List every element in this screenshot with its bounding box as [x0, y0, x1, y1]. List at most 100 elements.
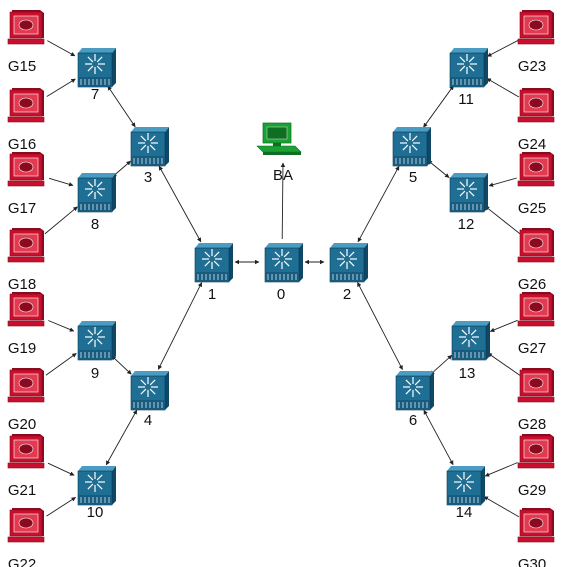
edge-1-4 — [157, 282, 203, 370]
computer-icon — [7, 10, 45, 45]
host-node-g29[interactable]: G29 — [517, 434, 555, 499]
switch-label-13: 13 — [459, 365, 476, 382]
edge-2-5 — [357, 165, 400, 243]
edge-g24-11 — [486, 78, 520, 98]
switch-icon — [194, 243, 233, 283]
switch-icon — [449, 48, 488, 88]
edge-5-12 — [427, 160, 450, 178]
host-node-g17[interactable]: G17 — [7, 152, 45, 217]
workstation-icon — [256, 122, 302, 155]
host-label-g20: G20 — [8, 416, 36, 433]
edge-6-14 — [423, 409, 454, 466]
host-label-g15: G15 — [8, 58, 36, 75]
computer-icon — [7, 88, 45, 123]
host-label-g18: G18 — [8, 276, 36, 293]
edge-2-6 — [357, 282, 403, 370]
computer-icon — [7, 368, 45, 403]
switch-label-8: 8 — [91, 216, 99, 233]
edge-g29-14 — [484, 462, 518, 477]
switch-label-14: 14 — [456, 504, 473, 521]
computer-icon — [7, 152, 45, 187]
base-station-label: BA — [273, 167, 293, 184]
switch-node-5[interactable]: 5 — [392, 127, 431, 186]
computer-icon — [7, 434, 45, 469]
switch-node-6[interactable]: 6 — [395, 371, 434, 429]
host-node-g23[interactable]: G23 — [517, 10, 555, 75]
edge-g26-12 — [484, 205, 521, 235]
edge-5-11 — [423, 85, 454, 128]
switch-node-13[interactable]: 13 — [451, 321, 490, 382]
host-node-g26[interactable]: G26 — [517, 228, 555, 293]
computer-icon — [517, 434, 555, 469]
computer-icon — [517, 152, 555, 187]
edge-g15-7 — [47, 40, 76, 57]
host-label-g23: G23 — [518, 58, 546, 75]
switch-node-14[interactable]: 14 — [446, 466, 485, 521]
host-node-g19[interactable]: G19 — [7, 292, 45, 357]
switch-label-7: 7 — [91, 86, 99, 103]
switch-label-1: 1 — [208, 286, 216, 303]
host-node-g25[interactable]: G25 — [517, 152, 555, 217]
edge-g22-10 — [46, 497, 76, 517]
switch-node-1[interactable]: 1 — [194, 243, 233, 303]
switch-node-12[interactable]: 12 — [449, 173, 488, 233]
switch-node-10[interactable]: 10 — [77, 466, 116, 521]
computer-icon — [517, 10, 555, 45]
edge-g19-9 — [48, 320, 75, 332]
host-node-g22[interactable]: G22 — [7, 508, 45, 567]
switch-node-9[interactable]: 9 — [77, 321, 116, 382]
host-node-g15[interactable]: G15 — [7, 10, 45, 75]
computer-icon — [517, 508, 555, 543]
base-station-node[interactable]: BA — [256, 122, 302, 184]
switch-icon — [130, 127, 169, 167]
switch-icon — [130, 371, 169, 411]
switch-label-5: 5 — [409, 169, 417, 186]
switch-icon — [395, 371, 434, 411]
host-node-g18[interactable]: G18 — [7, 228, 45, 293]
edge-g30-14 — [483, 496, 520, 518]
edge-g17-8 — [48, 177, 74, 187]
switch-node-4[interactable]: 4 — [130, 371, 169, 429]
switch-node-7[interactable]: 7 — [77, 48, 116, 103]
edge-4-9 — [111, 355, 132, 375]
computer-icon — [517, 368, 555, 403]
host-node-g16[interactable]: G16 — [7, 88, 45, 153]
switch-node-8[interactable]: 8 — [77, 173, 116, 233]
switch-label-6: 6 — [409, 412, 417, 429]
edge-g18-8 — [44, 206, 78, 235]
switch-label-2: 2 — [343, 286, 351, 303]
switch-node-11[interactable]: 11 — [449, 48, 488, 108]
host-label-g25: G25 — [518, 200, 546, 217]
switch-icon — [449, 173, 488, 213]
switch-icon — [77, 173, 116, 213]
computer-icon — [517, 292, 555, 327]
edge-g21-10 — [47, 462, 75, 476]
host-label-g28: G28 — [518, 416, 546, 433]
host-node-g30[interactable]: G30 — [517, 508, 555, 567]
edge-g27-13 — [489, 319, 518, 332]
switch-icon — [451, 321, 490, 361]
host-node-g21[interactable]: G21 — [7, 434, 45, 499]
switch-label-9: 9 — [91, 365, 99, 382]
host-node-g28[interactable]: G28 — [517, 368, 555, 433]
host-label-g16: G16 — [8, 136, 36, 153]
switch-node-2[interactable]: 2 — [329, 243, 368, 303]
edge-0-ba — [280, 162, 286, 240]
edge-1-3 — [158, 165, 202, 243]
switch-node-0[interactable]: 0 — [264, 243, 303, 303]
switch-label-12: 12 — [458, 216, 475, 233]
computer-icon — [7, 228, 45, 263]
host-node-g24[interactable]: G24 — [517, 88, 555, 153]
switch-node-3[interactable]: 3 — [130, 127, 169, 186]
edges-layer — [44, 39, 521, 518]
switch-label-11: 11 — [458, 91, 474, 108]
host-node-g20[interactable]: G20 — [7, 368, 45, 433]
host-label-g27: G27 — [518, 340, 546, 357]
host-label-g19: G19 — [8, 340, 36, 357]
host-label-g21: G21 — [8, 482, 36, 499]
host-node-g27[interactable]: G27 — [517, 292, 555, 357]
computer-icon — [517, 88, 555, 123]
computer-icon — [517, 228, 555, 263]
host-label-g22: G22 — [8, 556, 36, 567]
